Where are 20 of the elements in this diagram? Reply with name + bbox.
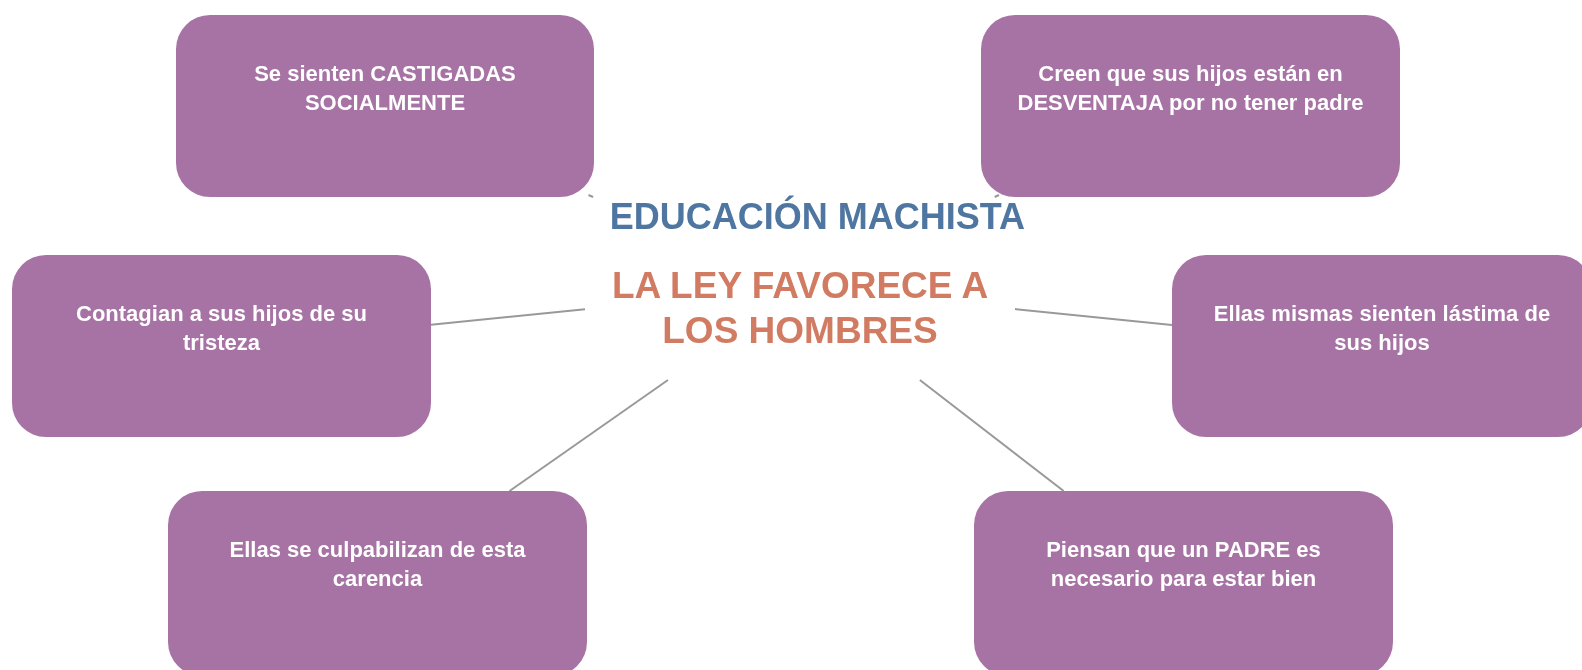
rounded-box [176, 15, 594, 197]
connector-line [918, 379, 1065, 492]
box-text: Ellas se culpabilizan de esta carencia [228, 536, 527, 593]
box-text: Se sienten CASTIGADAS SOCIALMENTE [253, 60, 517, 117]
central-topic: LA LEY FAVORECE A LOS HOMBRES [610, 264, 990, 353]
connector-line [587, 194, 595, 198]
connector-line [1014, 308, 1173, 326]
box-text: Creen que sus hijos están en DESVENTAJA por no tener padre [1016, 60, 1365, 117]
rounded-box [974, 491, 1393, 670]
box-text: Contagian a sus hijos de su tristeza [75, 300, 368, 357]
heading: EDUCACIÓN MACHISTA [609, 195, 1025, 239]
connector-line [508, 379, 669, 492]
connector-line [993, 194, 1000, 198]
rounded-box [1172, 255, 1582, 437]
box-text: Ellas mismas sienten lástima de sus hijos [1212, 300, 1552, 357]
rounded-box [12, 255, 431, 437]
connector-line [430, 308, 586, 326]
rounded-box [168, 491, 587, 670]
box-text: Piensan que un PADRE es necesario para estar bien [1045, 536, 1322, 593]
rounded-box [981, 15, 1400, 197]
